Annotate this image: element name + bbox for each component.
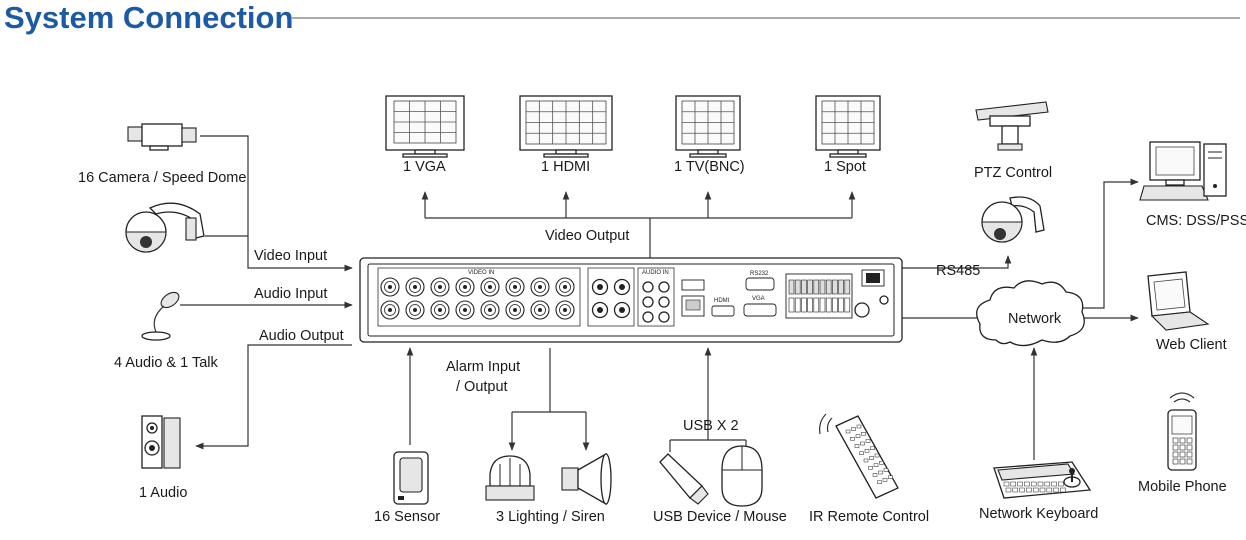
cms-computer-icon [1139,141,1227,201]
label-audio-talk: 4 Audio & 1 Talk [114,355,218,371]
node-labels: 16 Camera / Speed Dome 1 VGA 1 HDMI 1 TV… [78,159,1246,525]
rs232-port [745,277,775,291]
label-rs485: RS485 [936,263,980,279]
label-web-client: Web Client [1156,337,1227,353]
siren-icon [561,452,612,506]
label-mobile: Mobile Phone [1138,479,1227,495]
label-spot: 1 Spot [824,159,866,175]
label-usb-mouse: USB Device / Mouse [653,509,787,525]
alarm-terminals [788,279,851,313]
label-audio-out: 1 Audio [139,485,187,501]
mobile-phone-icon [1167,392,1197,471]
panel-hdmi-label: HDMI [714,298,730,304]
speaker-icon [141,415,181,469]
label-keyboard: Network Keyboard [979,506,1098,522]
connection-lines [180,135,1139,460]
mouse-icon [721,445,763,507]
ground-screw [879,295,889,305]
hdmi-monitor-icon [519,95,613,158]
label-remote: IR Remote Control [809,509,929,525]
label-usb-x2: USB X 2 [683,418,739,434]
sensor-icon [393,451,429,505]
panel-rs232-label: RS232 [750,271,769,277]
bnc-connectors-top [380,277,575,297]
edge-labels: Video Input Audio Input Audio Output Vid… [254,228,980,434]
usb-stick-icon [659,453,709,505]
dvr-back-panel: VIDEO IN AUDIO IN HDMI RS232 VGA [359,257,903,343]
label-hdmi: 1 HDMI [541,159,590,175]
ir-remote-icon [819,413,899,499]
ptz-dome-camera-icon [981,196,1045,243]
panel-audio-in-label: AUDIO IN [642,270,669,276]
label-network: Network [1008,311,1062,327]
video-out-block [587,267,635,327]
microphone-icon [141,291,180,341]
label-alarm-1: Alarm Input [446,359,520,375]
label-audio-input: Audio Input [254,286,327,302]
panel-vga-label: VGA [752,296,765,302]
spot-monitor-icon [815,95,881,158]
label-ptz: PTZ Control [974,165,1052,181]
bnc-connectors-bottom [380,300,575,320]
bnc-video-in-block [377,267,581,327]
hdmi-port [711,305,735,317]
label-lighting: 3 Lighting / Siren [496,509,605,525]
label-vga: 1 VGA [403,159,446,175]
edge-to-cms [1080,178,1139,309]
label-alarm-2: / Output [456,379,508,395]
label-sensor: 16 Sensor [374,509,440,525]
usb-port [681,279,705,291]
alarm-light-icon [485,455,535,501]
label-video-output: Video Output [545,228,629,244]
label-tv: 1 TV(BNC) [674,159,745,175]
edge-audio-output [195,344,352,450]
label-camera: 16 Camera / Speed Dome [78,170,246,186]
vga-port [743,303,777,317]
box-camera-icon [127,123,197,151]
network-cloud-icon [976,280,1085,347]
network-keyboard-icon [993,461,1092,499]
vga-monitor-icon [385,95,465,158]
panel-video-in-label: VIDEO IN [468,270,494,276]
laptop-icon [1147,271,1210,331]
ptz-keyboard-icon [975,101,1049,151]
edge-video-input [200,135,353,272]
page-title: System Connection [4,0,293,35]
label-video-input: Video Input [254,248,327,264]
speed-dome-icon [125,202,205,253]
power-input [854,302,870,318]
tv-monitor-icon [675,95,741,158]
label-cms: CMS: DSS/PSS [1146,213,1246,229]
edge-rs485 [902,255,1012,269]
label-audio-output: Audio Output [259,328,344,344]
